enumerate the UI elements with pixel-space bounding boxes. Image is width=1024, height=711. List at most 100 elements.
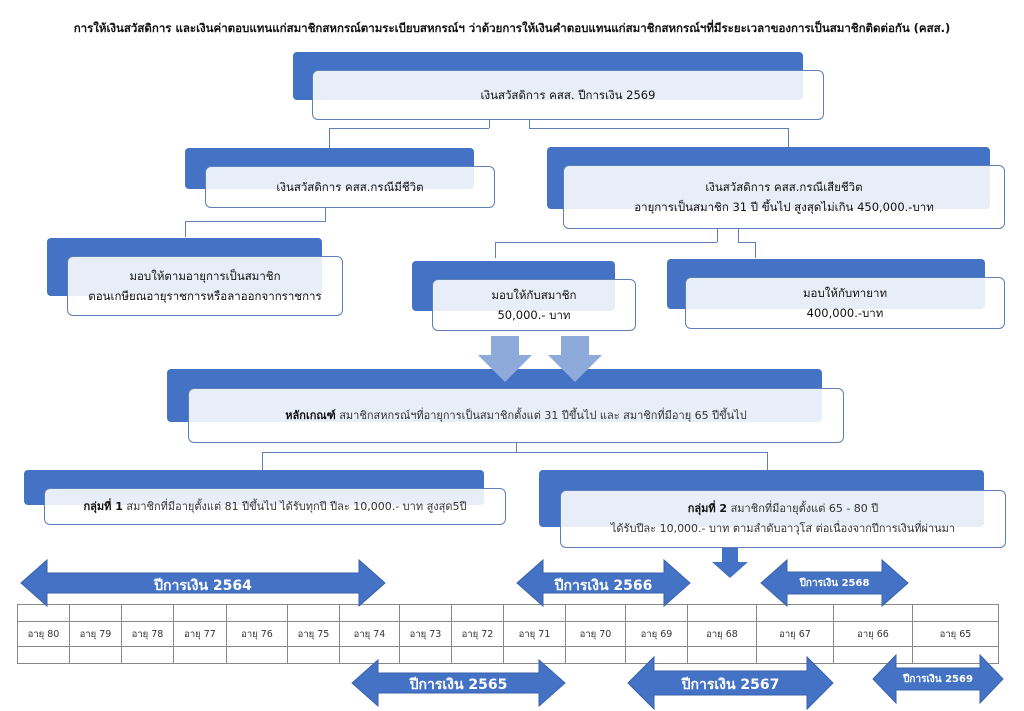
connector xyxy=(495,242,717,244)
connector xyxy=(788,128,790,148)
to-heir-node: มอบให้กับทายาท 400,000.-บาท xyxy=(667,259,1007,331)
table-cell xyxy=(912,646,999,664)
group2-line2: ได้รับปีละ 10,000.- บาท ตามลำดับอาวุโส ต… xyxy=(610,522,956,535)
root-node: เงินสวัสดิการ คสส. ปีการเงิน 2569 xyxy=(293,52,825,122)
group2-label: กลุ่มที่ 2 xyxy=(687,502,728,515)
age-cell: อายุ 70 xyxy=(565,621,626,647)
table-cell xyxy=(625,604,688,622)
table-cell xyxy=(226,646,288,664)
connector xyxy=(529,128,788,130)
age-cell: อายุ 75 xyxy=(287,621,340,647)
connector xyxy=(185,221,187,237)
connector xyxy=(185,221,326,223)
to-heir-line1: มอบให้กับทายาท xyxy=(802,286,888,300)
connector xyxy=(529,120,531,128)
table-cell xyxy=(399,646,452,664)
age-cell: อายุ 78 xyxy=(121,621,174,647)
group2-body: สมาชิกที่มีอายุตั้งแต่ 65 - 80 ปี xyxy=(727,502,879,515)
criteria-label: หลักเกณฑ์ xyxy=(285,408,336,422)
age-cell: อายุ 73 xyxy=(399,621,452,647)
table-row xyxy=(17,604,999,622)
fy2566-label: ปีการเงิน 2566 xyxy=(554,578,653,594)
fy2564-label: ปีการเงิน 2564 xyxy=(154,578,252,594)
group1-node: กลุ่มที่ 1 สมาชิกที่มีอายุตั้งแต่ 81 ปีข… xyxy=(24,470,508,528)
deceased-node: เงินสวัสดิการ คสส.กรณีเสียชีวิต อายุการเ… xyxy=(547,147,1007,231)
connector xyxy=(262,452,264,470)
table-cell xyxy=(451,604,504,622)
table-row: อายุ 80 อายุ 79 อายุ 78 อายุ 77 อายุ 76 … xyxy=(17,621,999,647)
table-cell xyxy=(121,604,174,622)
connector xyxy=(516,442,518,452)
table-cell xyxy=(503,604,566,622)
table-cell xyxy=(756,604,834,622)
connector xyxy=(767,452,769,470)
group1-label: กลุ่มที่ 1 xyxy=(83,499,123,513)
connector xyxy=(329,128,489,130)
criteria-node: หลักเกณฑ์ สมาชิกสหกรณ์ฯที่อายุการเป็นสมา… xyxy=(167,369,847,445)
age-cell: อายุ 68 xyxy=(687,621,757,647)
group2-node: กลุ่มที่ 2 สมาชิกที่มีอายุตั้งแต่ 65 - 8… xyxy=(539,470,1009,550)
deceased-node-line2: อายุการเป็นสมาชิก 31 ปี ขึ้นไป สูงสุดไม่… xyxy=(634,200,934,214)
table-cell xyxy=(173,646,227,664)
age-cell: อายุ 76 xyxy=(226,621,288,647)
table-cell xyxy=(756,646,834,664)
alive-node-label: เงินสวัสดิการ คสส.กรณีมีชีวิต xyxy=(276,180,424,194)
table-cell xyxy=(17,604,70,622)
table-cell xyxy=(339,604,400,622)
connector xyxy=(495,242,497,258)
table-cell xyxy=(17,646,70,664)
age-cell: อายุ 66 xyxy=(833,621,913,647)
connector xyxy=(738,242,755,244)
age-cell: อายุ 65 xyxy=(912,621,999,647)
connector xyxy=(325,207,327,221)
age-cell: อายุ 74 xyxy=(339,621,400,647)
table-cell xyxy=(503,646,566,664)
fy2568-label: ปีการเงิน 2568 xyxy=(799,578,870,589)
down-arrow-icon xyxy=(712,548,748,578)
table-cell xyxy=(565,604,626,622)
table-cell xyxy=(69,604,122,622)
table-cell xyxy=(687,646,757,664)
to-heir-amount: 400,000.-บาท xyxy=(806,306,884,320)
criteria-text: หลักเกณฑ์ สมาชิกสหกรณ์ฯที่อายุการเป็นสมา… xyxy=(285,406,746,426)
root-node-label: เงินสวัสดิการ คสส. ปีการเงิน 2569 xyxy=(480,88,656,102)
connector xyxy=(329,128,331,148)
age-cell: อายุ 69 xyxy=(625,621,688,647)
table-cell xyxy=(121,646,174,664)
table-cell xyxy=(565,646,626,664)
connector xyxy=(738,228,740,242)
age-cell: อายุ 80 xyxy=(17,621,70,647)
fy2569-label: ปีการเงิน 2569 xyxy=(903,674,973,685)
page-title: การให้เงินสวัสดิการ และเงินค่าตอบแทนแก่ส… xyxy=(73,21,951,35)
group1-body: สมาชิกที่มีอายุตั้งแต่ 81 ปีขึ้นไป ได้รั… xyxy=(122,499,467,513)
age-cell: อายุ 67 xyxy=(756,621,834,647)
table-cell xyxy=(399,604,452,622)
connector xyxy=(489,120,491,128)
retirement-node-line2: ตอนเกษียณอายุราชการหรือลาออกจากราชการ xyxy=(88,289,322,303)
fy2565-label: ปีการเงิน 2565 xyxy=(409,677,508,693)
table-cell xyxy=(339,646,400,664)
table-cell xyxy=(173,604,227,622)
retirement-node: มอบให้ตามอายุการเป็นสมาชิก ตอนเกษียณอายุ… xyxy=(47,238,345,318)
table-cell xyxy=(625,646,688,664)
connector xyxy=(755,242,757,258)
table-cell xyxy=(833,604,913,622)
age-cell: อายุ 79 xyxy=(69,621,122,647)
table-cell xyxy=(69,646,122,664)
table-cell xyxy=(451,646,504,664)
retirement-node-line1: มอบให้ตามอายุการเป็นสมาชิก xyxy=(129,269,281,283)
table-cell xyxy=(287,604,340,622)
age-cell: อายุ 77 xyxy=(173,621,227,647)
group1-text: กลุ่มที่ 1 สมาชิกที่มีอายุตั้งแต่ 81 ปีข… xyxy=(83,497,466,517)
alive-node: เงินสวัสดิการ คสส.กรณีมีชีวิต xyxy=(185,148,497,210)
fy2567-label: ปีการเงิน 2567 xyxy=(681,677,780,693)
deceased-node-line1: เงินสวัสดิการ คสส.กรณีเสียชีวิต xyxy=(705,180,863,194)
age-table: อายุ 80 อายุ 79 อายุ 78 อายุ 77 อายุ 76 … xyxy=(17,604,999,664)
to-member-node: มอบให้กับสมาชิก 50,000.- บาท xyxy=(412,261,638,333)
group2-line1: กลุ่มที่ 2 สมาชิกที่มีอายุตั้งแต่ 65 - 8… xyxy=(688,499,879,519)
to-member-amount: 50,000.- บาท xyxy=(497,308,571,322)
table-row xyxy=(17,646,999,664)
age-cell: อายุ 72 xyxy=(451,621,504,647)
connector xyxy=(262,452,767,454)
table-cell xyxy=(833,646,913,664)
